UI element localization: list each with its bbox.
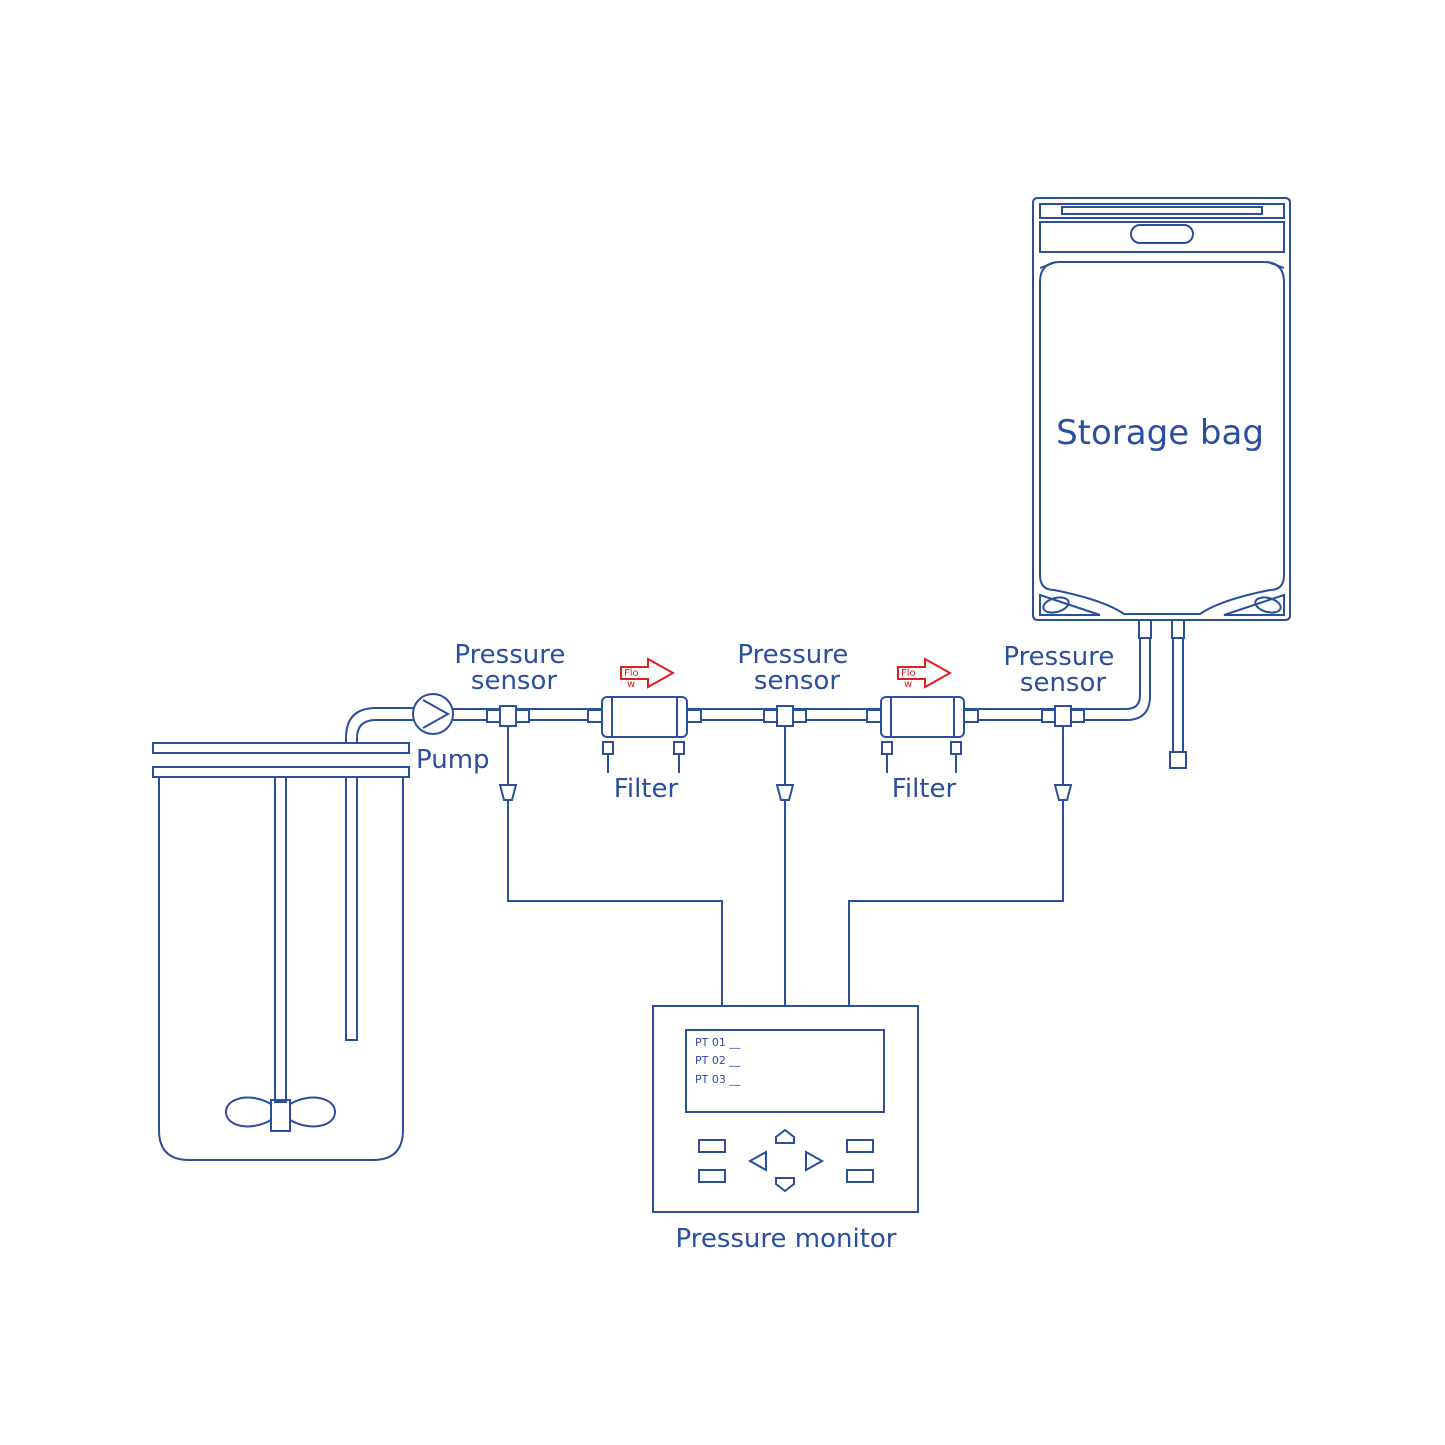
filter-2-label: Filter	[892, 774, 957, 804]
dip-tube	[345, 776, 358, 1041]
pump-icon	[412, 693, 454, 735]
svg-text:Flo w: Flo w	[624, 668, 642, 690]
sensor-3-label-line1: Pressure	[1003, 642, 1114, 672]
storage-bag-label: Storage bag	[1056, 413, 1264, 453]
pressure-sensor-1-icon	[486, 705, 530, 810]
monitor-softkey-right-bottom[interactable]	[846, 1169, 874, 1183]
bag-handle-icon	[1130, 224, 1194, 244]
svg-text:PT 01 __ PT 02 __: PT 01 __ PT 02 __ PT 03 __	[695, 1036, 744, 1086]
svg-text:Pressure sensor: Pressure sensor	[737, 640, 856, 696]
readout-pt03: PT 03 __	[695, 1073, 741, 1086]
arrow-left-icon[interactable]	[747, 1150, 767, 1172]
sensor-1-label-line1: Pressure	[454, 640, 565, 670]
signal-wires	[507, 810, 1064, 1006]
flow-arrow-1-icon: Flo w	[620, 657, 676, 690]
sensor-2-label-line1: Pressure	[737, 640, 848, 670]
pressure-monitor: PT 01 __ PT 02 __ PT 03 __	[652, 1005, 919, 1213]
sensor-2-label-line2: sensor	[754, 666, 840, 696]
sensor-1-label-line2: sensor	[471, 666, 557, 696]
arrow-right-icon[interactable]	[805, 1150, 825, 1172]
svg-text:Pressure sensor: Pressure sensor	[1003, 642, 1122, 698]
pressure-sensor-3-icon	[1041, 705, 1085, 810]
sensor-3-label-line2: sensor	[1020, 668, 1106, 698]
flow-arrow-2-icon: Flo w	[897, 657, 953, 690]
monitor-softkey-left-top[interactable]	[698, 1139, 726, 1153]
monitor-softkey-right-top[interactable]	[846, 1139, 874, 1153]
filter-1-label: Filter	[614, 774, 679, 804]
filter-1-icon	[587, 696, 702, 773]
mixing-vessel	[152, 742, 410, 1161]
inlet-tube	[345, 707, 413, 743]
arrow-down-icon[interactable]	[775, 1177, 795, 1193]
arrow-up-icon[interactable]	[775, 1128, 795, 1144]
impeller-icon	[224, 1096, 337, 1132]
storage-bag	[1032, 197, 1291, 769]
svg-text:Flo w: Flo w	[901, 668, 919, 690]
readout-pt01: PT 01 __	[695, 1036, 741, 1049]
agitator-shaft	[274, 776, 287, 1103]
pump-label: Pump	[416, 745, 490, 775]
readout-pt02: PT 02 __	[695, 1054, 741, 1067]
pressure-monitor-label: Pressure monitor	[675, 1224, 896, 1254]
svg-text:Pressure sensor: Pressure sensor	[454, 640, 573, 696]
filter-2-icon	[866, 696, 979, 773]
pressure-sensor-2-icon	[763, 705, 807, 810]
monitor-display	[685, 1029, 885, 1113]
monitor-softkey-left-bottom[interactable]	[698, 1169, 726, 1183]
